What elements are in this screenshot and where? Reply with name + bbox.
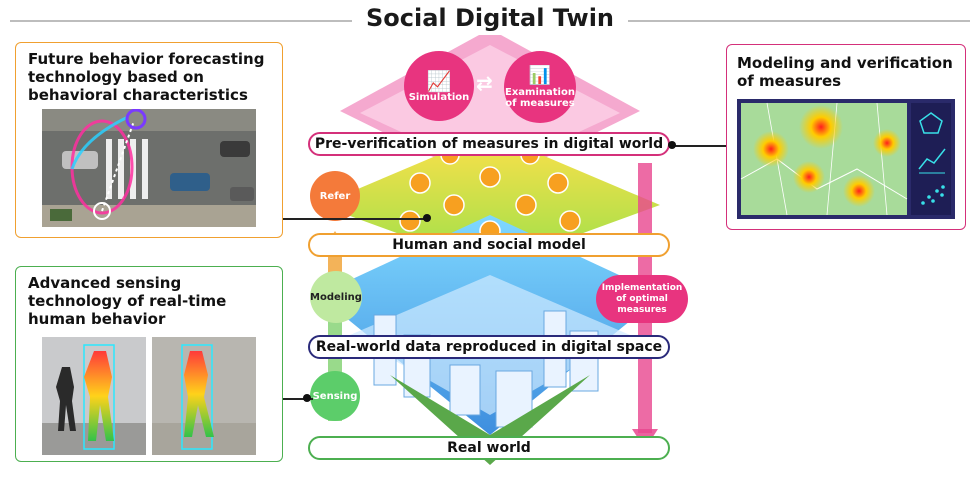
heatmap-dashboard-image <box>737 99 955 219</box>
pose-sensing-images <box>42 337 256 455</box>
simulation-label: Simulation <box>408 91 470 103</box>
street-trajectory-image <box>42 109 256 227</box>
sensing-connector <box>283 398 313 400</box>
advanced-sensing-panel: Advanced sensing technology of real-time… <box>15 266 283 462</box>
title-rule-right <box>625 20 970 22</box>
exchange-arrows-icon: ⇄ <box>476 71 493 95</box>
simulation-node: 📈 Simulation <box>404 51 474 121</box>
diagram-title-text: Social Digital Twin <box>351 4 629 32</box>
title-rule-left <box>10 20 355 22</box>
real-world-data-band: Real-world data reproduced in digital sp… <box>308 335 670 359</box>
modeling-verification-heading: Modeling and verification of measures <box>737 54 953 90</box>
real-world-band: Real world <box>308 436 670 460</box>
human-social-model-band: Human and social model <box>308 233 670 257</box>
sensing-connector-dot <box>303 394 311 402</box>
refer-node: Refer <box>310 171 360 221</box>
future-forecasting-panel: Future behavior forecasting technology b… <box>15 42 283 238</box>
modeling-verification-panel: Modeling and verification of measures <box>726 44 966 230</box>
future-connector <box>283 218 427 220</box>
pre-verification-band: Pre-verification of measures in digital … <box>308 132 670 156</box>
title-row: Social Digital Twin <box>0 0 980 40</box>
examination-node: 📊 Examination of measures <box>504 51 576 123</box>
modeling-node: Modeling <box>310 271 362 323</box>
future-connector-dot <box>423 214 431 222</box>
diagram-title: Social Digital Twin <box>0 4 980 32</box>
presentation-icon: 📊 <box>528 65 552 86</box>
future-forecasting-heading: Future behavior forecasting technology b… <box>28 50 265 104</box>
implementation-node: Implementation of optimal measures <box>596 275 688 323</box>
examination-label: Examination of measures <box>505 87 575 109</box>
advanced-sensing-heading: Advanced sensing technology of real-time… <box>28 274 227 328</box>
chart-icon: 📈 <box>426 68 452 93</box>
modeling-connector <box>672 145 726 147</box>
social-digital-twin-diagram: 📈 Simulation ⇄ 📊 Examination of measures… <box>300 35 688 475</box>
modeling-connector-dot <box>668 141 676 149</box>
sensing-node: Sensing <box>310 371 360 421</box>
